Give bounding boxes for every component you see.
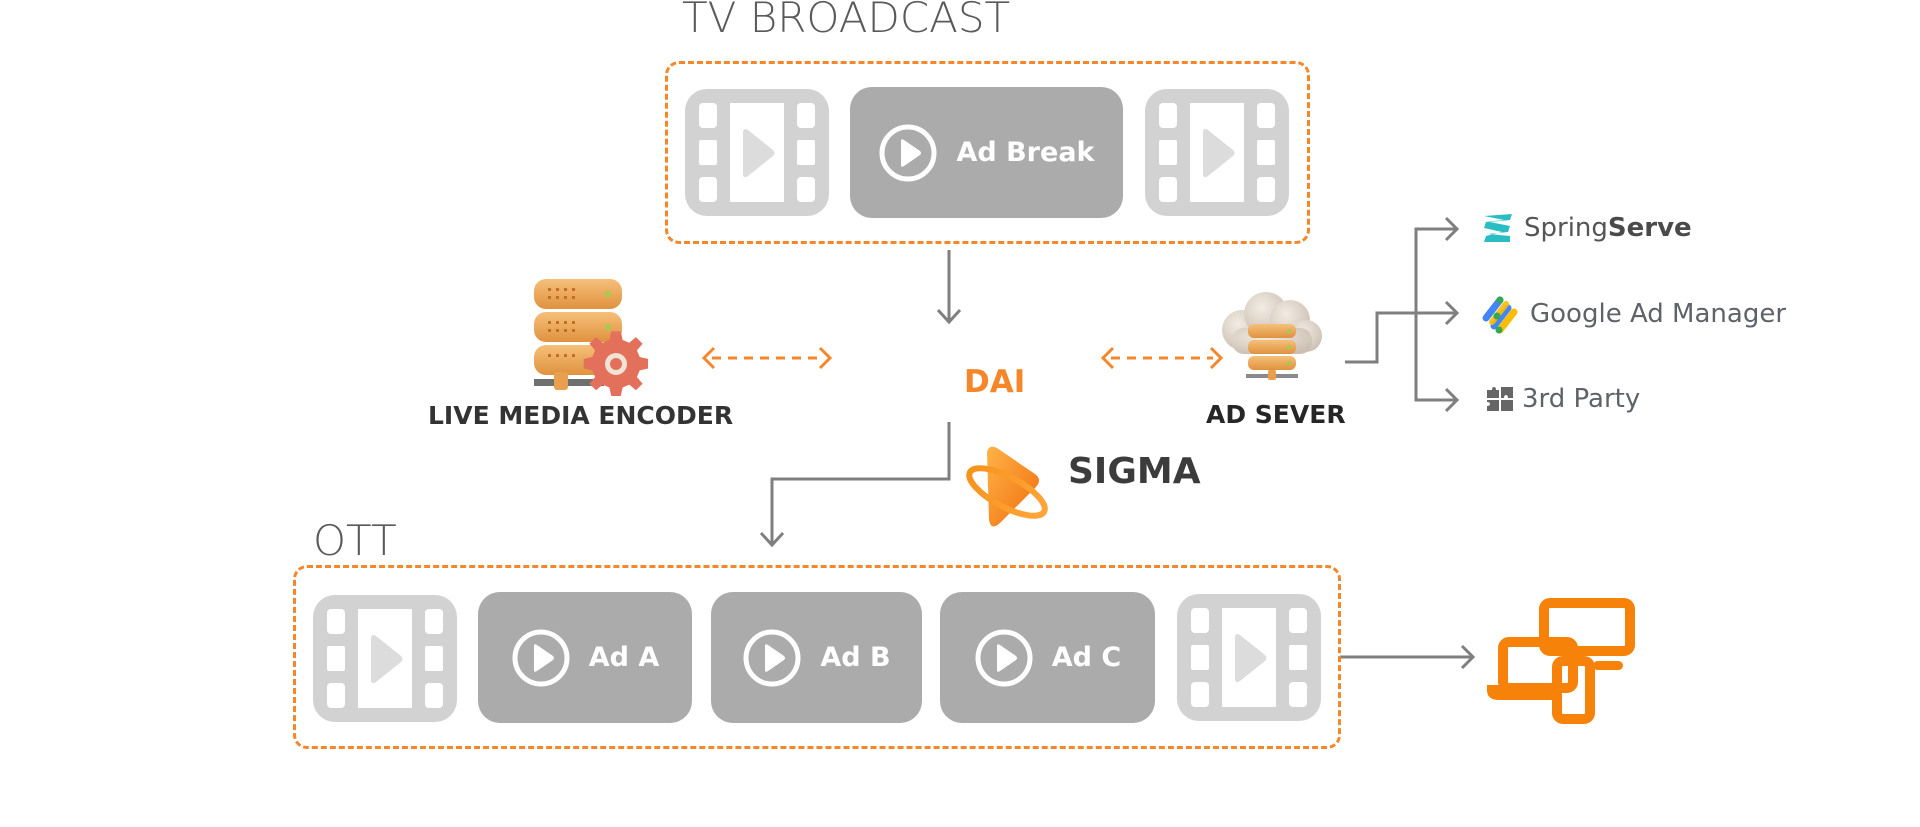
tv-broadcast-stream (665, 61, 1310, 244)
play-circle-icon (742, 628, 802, 688)
ott-title: OTT (313, 516, 397, 565)
ad-c-segment: Ad C (940, 592, 1155, 723)
connector-adserver-trunk (1345, 311, 1416, 364)
arrow-dai-to-ott-head (759, 531, 785, 548)
partner-3rd-party: 3rd Party (1486, 386, 1640, 412)
tv-broadcast-title: TV BROADCAST (682, 0, 1011, 42)
play-circle-icon (878, 123, 938, 183)
film-play-icon (1177, 594, 1321, 721)
puzzle-icon (1487, 387, 1513, 411)
springserve-logo-icon (1484, 214, 1512, 242)
google-ad-manager-logo-icon (1482, 296, 1518, 334)
arrow-ott-to-devices-head (1460, 644, 1476, 670)
film-play-icon (1145, 89, 1289, 216)
sigma-logo-icon (966, 446, 1048, 527)
arrow-google-head (1444, 300, 1460, 326)
ad-a-label: Ad A (588, 642, 660, 673)
ott-stream (293, 565, 1341, 749)
ad-break-segment: Ad Break (850, 87, 1123, 218)
ad-b-label: Ad B (820, 642, 891, 673)
ad-break-label: Ad Break (956, 137, 1095, 168)
arrow-dai-to-ott (770, 422, 951, 545)
springserve-name: SpringServe (1524, 213, 1692, 243)
server-gear-icon (534, 279, 648, 396)
dai-label: DAI (964, 364, 1026, 400)
3rd-party-name: 3rd Party (1522, 384, 1641, 414)
ad-b-segment: Ad B (711, 592, 922, 723)
arrow-springserve-head (1444, 216, 1460, 242)
partner-springserve: SpringServe (1480, 212, 1692, 244)
live-media-encoder-label: LIVE MEDIA ENCODER (428, 401, 734, 430)
ad-server-label: AD SEVER (1206, 400, 1346, 429)
sigma-label: SIGMA (1068, 451, 1201, 492)
play-circle-icon (974, 628, 1034, 688)
arrow-3rdparty-head (1444, 387, 1460, 413)
play-circle-icon (511, 628, 571, 688)
multi-device-icon (1487, 598, 1635, 724)
arrow-tv-to-dai-head (936, 308, 962, 325)
ad-a-segment: Ad A (478, 592, 692, 723)
film-play-icon (313, 595, 457, 722)
ad-c-label: Ad C (1051, 642, 1122, 673)
film-play-icon (685, 89, 829, 216)
partner-google-ad-manager: Google Ad Manager (1480, 294, 1786, 334)
cloud-server-icon (1222, 292, 1322, 380)
google-ad-manager-name: Google Ad Manager (1530, 299, 1787, 329)
